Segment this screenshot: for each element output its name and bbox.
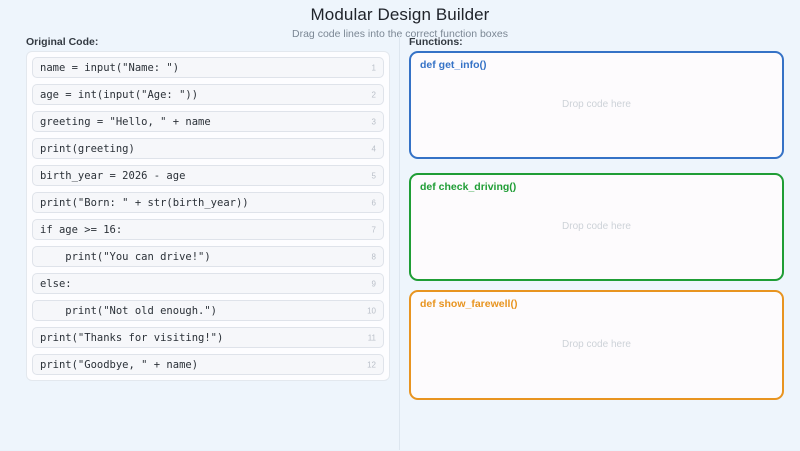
code-line-number: 8 bbox=[371, 252, 376, 261]
original-code-label: Original Code: bbox=[26, 36, 99, 48]
code-line-text: print(greeting) bbox=[40, 142, 135, 155]
page-subtitle: Drag code lines into the correct functio… bbox=[292, 28, 508, 40]
code-line-text: if age >= 16: bbox=[40, 223, 123, 236]
code-line-text: name = input("Name: ") bbox=[40, 61, 180, 74]
code-line-text: greeting = "Hello, " + name bbox=[40, 115, 211, 128]
code-line-number: 1 bbox=[371, 63, 376, 72]
code-line-number: 5 bbox=[371, 171, 376, 180]
code-line-text: print("Thanks for visiting!") bbox=[40, 331, 224, 344]
code-line-item[interactable]: age = int(input("Age: ")) 2 bbox=[32, 84, 384, 105]
code-line-number: 9 bbox=[371, 279, 376, 288]
code-line-item[interactable]: greeting = "Hello, " + name 3 bbox=[32, 111, 384, 132]
function-drop-box[interactable]: def get_info() Drop code here bbox=[409, 51, 784, 159]
original-code-column: Original Code: name = input("Name: ") 1 ag… bbox=[0, 36, 399, 450]
code-line-item[interactable]: birth_year = 2026 - age 5 bbox=[32, 165, 384, 186]
code-line-item[interactable]: print("Born: " + str(birth_year)) 6 bbox=[32, 192, 384, 213]
code-line-item[interactable]: name = input("Name: ") 1 bbox=[32, 57, 384, 78]
functions-label: Functions: bbox=[409, 36, 463, 48]
page-header: Modular Design Builder Drag code lines i… bbox=[0, 0, 800, 41]
code-line-number: 6 bbox=[371, 198, 376, 207]
code-line-number: 10 bbox=[367, 306, 376, 315]
drop-placeholder: Drop code here bbox=[562, 339, 631, 350]
code-line-item[interactable]: else: 9 bbox=[32, 273, 384, 294]
code-line-item[interactable]: print("Goodbye, " + name) 12 bbox=[32, 354, 384, 375]
drop-placeholder: Drop code here bbox=[562, 221, 631, 232]
code-line-text: print("Not old enough.") bbox=[40, 304, 218, 317]
function-drop-box[interactable]: def check_driving() Drop code here bbox=[409, 173, 784, 281]
code-line-item[interactable]: if age >= 16: 7 bbox=[32, 219, 384, 240]
code-line-number: 4 bbox=[371, 144, 376, 153]
code-line-item[interactable]: print("You can drive!") 8 bbox=[32, 246, 384, 267]
code-line-text: birth_year = 2026 - age bbox=[40, 169, 186, 182]
code-line-item[interactable]: print(greeting) 4 bbox=[32, 138, 384, 159]
drop-placeholder: Drop code here bbox=[562, 99, 631, 110]
workspace-columns: Original Code: name = input("Name: ") 1 ag… bbox=[0, 36, 800, 450]
code-line-number: 12 bbox=[367, 360, 376, 369]
code-line-number: 2 bbox=[371, 90, 376, 99]
code-line-item[interactable]: print("Thanks for visiting!") 11 bbox=[32, 327, 384, 348]
function-signature: def get_info() bbox=[420, 59, 487, 71]
code-line-number: 3 bbox=[371, 117, 376, 126]
code-line-text: else: bbox=[40, 277, 72, 290]
column-divider bbox=[399, 36, 400, 450]
code-line-list: name = input("Name: ") 1 age = int(input("… bbox=[26, 51, 390, 381]
code-line-text: print("Born: " + str(birth_year)) bbox=[40, 196, 249, 209]
code-line-item[interactable]: print("Not old enough.") 10 bbox=[32, 300, 384, 321]
function-drop-box[interactable]: def show_farewell() Drop code here bbox=[409, 290, 784, 400]
code-line-number: 7 bbox=[371, 225, 376, 234]
page-title: Modular Design Builder bbox=[310, 5, 490, 24]
code-line-text: print("You can drive!") bbox=[40, 250, 211, 263]
function-signature: def show_farewell() bbox=[420, 298, 518, 310]
code-line-text: print("Goodbye, " + name) bbox=[40, 358, 199, 371]
code-line-text: age = int(input("Age: ")) bbox=[40, 88, 199, 101]
code-line-number: 11 bbox=[367, 333, 376, 342]
function-signature: def check_driving() bbox=[420, 181, 517, 193]
